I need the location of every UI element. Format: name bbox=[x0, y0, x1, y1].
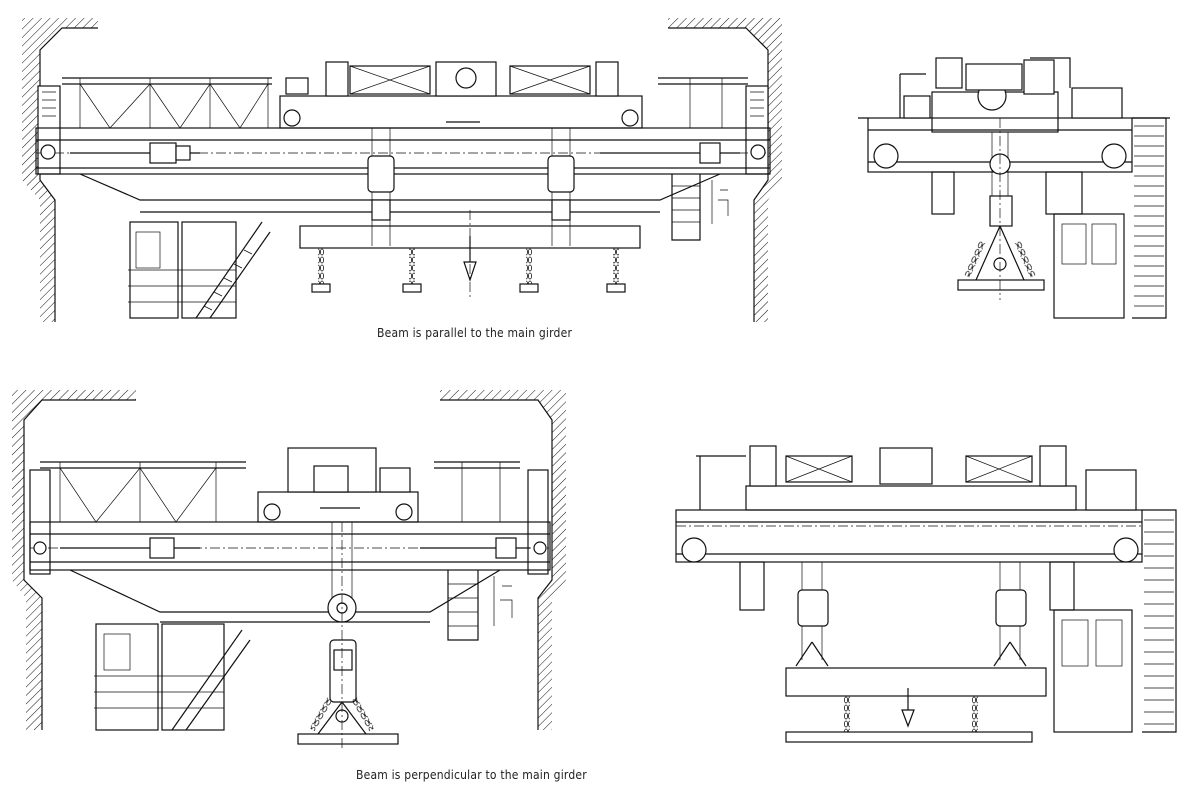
view-parallel-front bbox=[22, 18, 782, 322]
view-perpendicular-front bbox=[12, 390, 566, 750]
caption-beam-perpendicular: Beam is perpendicular to the main girder bbox=[356, 768, 587, 782]
view-perpendicular-side bbox=[675, 445, 1177, 743]
caption-beam-parallel: Beam is parallel to the main girder bbox=[377, 326, 573, 340]
view-parallel-side bbox=[858, 57, 1170, 319]
